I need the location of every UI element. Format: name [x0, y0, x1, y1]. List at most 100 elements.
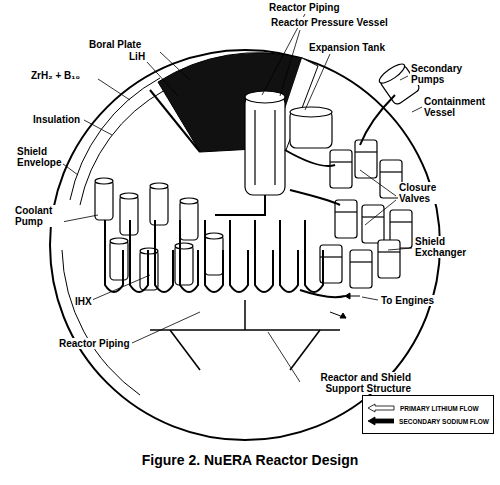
reactor-piping	[255, 220, 273, 292]
reactor-pressure-vessel	[254, 110, 255, 185]
shield-exchanger	[378, 251, 400, 252]
shield-exchanger	[362, 216, 384, 217]
flow-arrow-sample	[367, 416, 394, 426]
part-label: Containment Vessel	[423, 96, 495, 118]
legend-text: SECONDARY SODIUM FLOW	[399, 418, 489, 425]
coolant-pump	[110, 240, 128, 280]
reactor-piping	[280, 220, 298, 292]
leader-line	[132, 312, 200, 343]
part-label: Reactor Piping	[268, 2, 341, 13]
leader-line	[84, 120, 112, 135]
reactor-piping	[130, 220, 148, 292]
legend-text: PRIMARY LITHIUM FLOW	[400, 405, 479, 412]
coolant-pump	[180, 198, 198, 204]
shield-exchanger	[355, 140, 377, 178]
containment-sphere	[50, 50, 440, 440]
part-label: Reactor Pressure Vessel	[270, 17, 389, 28]
coolant-pump	[95, 178, 113, 184]
coolant-pump	[175, 243, 193, 249]
leader-line	[268, 332, 300, 382]
reactor-pressure-vessel	[274, 110, 275, 185]
reactor-piping	[305, 220, 323, 292]
reactor-piping	[205, 220, 223, 292]
leader-line	[412, 107, 422, 112]
leader-line	[400, 76, 408, 80]
flow-arrow	[368, 404, 394, 412]
shield-exchanger	[380, 171, 402, 172]
shield-exchanger	[378, 240, 400, 278]
shield-exchanger	[350, 261, 372, 262]
legend-box: PRIMARY LITHIUM FLOW SECONDARY SODIUM FLO…	[362, 395, 494, 434]
containment-sphere	[70, 78, 160, 200]
part-label: IHX	[74, 296, 93, 307]
leader-line	[362, 297, 378, 300]
figure-caption: Figure 2. NuERA Reactor Design	[0, 452, 500, 468]
reactor-piping	[180, 220, 198, 292]
leader-line	[62, 215, 98, 222]
reactor-pressure-vessel	[245, 91, 285, 195]
coolant-pump	[95, 180, 113, 220]
reactor-piping	[105, 220, 123, 292]
leader-line	[365, 200, 396, 225]
reactor-piping	[155, 220, 173, 292]
reactor-piping	[230, 220, 248, 292]
part-label: Reactor and Shield Support Structure	[300, 372, 412, 394]
expansion-tank	[290, 107, 332, 148]
part-label: Insulation	[32, 114, 81, 125]
leader-line	[147, 62, 178, 96]
legend-row: SECONDARY SODIUM FLOW	[367, 416, 489, 426]
coolant-pump	[150, 185, 168, 225]
reactor-piping	[105, 95, 395, 297]
shield-exchanger	[355, 151, 377, 152]
leader-line	[305, 54, 330, 110]
leader-line	[92, 275, 150, 300]
part-label: Shield Exchanger	[414, 236, 476, 258]
leader-line	[98, 79, 130, 100]
shield-cutaway	[150, 90, 200, 152]
shield-exchanger	[335, 211, 357, 212]
part-label: To Engines	[380, 295, 435, 306]
coolant-pump	[205, 235, 223, 275]
containment-sphere	[50, 50, 440, 440]
support-structure	[290, 330, 320, 370]
leader-line	[160, 52, 190, 80]
reactor-piping	[300, 95, 395, 297]
reactor-pressure-vessel	[245, 91, 285, 103]
coolant-pump	[180, 200, 198, 240]
coolant-pump	[150, 183, 168, 189]
engine-flow-arrow	[330, 312, 346, 318]
reactor-piping	[215, 150, 340, 215]
legend-row: PRIMARY LITHIUM FLOW	[367, 403, 489, 413]
shield-exchanger	[362, 205, 384, 243]
coolant-pump	[175, 245, 193, 285]
engine-flow-arrow	[330, 293, 360, 318]
leader-line	[388, 248, 412, 250]
part-label: LiH	[128, 51, 146, 62]
expansion-tank	[290, 107, 332, 117]
coolant-pump	[95, 178, 223, 290]
part-label: Coolant Pump	[14, 205, 64, 227]
coolant-pump	[110, 238, 128, 244]
shield-exchanger	[390, 221, 412, 222]
shield-exchanger	[330, 161, 352, 162]
flow-arrow	[368, 417, 394, 425]
engine-flow-arrow	[345, 293, 360, 299]
shield-exchanger	[330, 150, 352, 188]
coolant-pump	[205, 233, 223, 239]
secondary-pump	[377, 61, 407, 86]
flow-arrow-sample	[367, 403, 395, 413]
part-label: Expansion Tank	[308, 42, 386, 53]
leader-line	[280, 30, 300, 96]
leader-line	[55, 14, 422, 382]
support-structure	[244, 300, 246, 330]
support-structure	[150, 300, 340, 370]
support-structure	[170, 330, 200, 370]
part-label: ZrH₂ + B₁₀	[30, 70, 81, 81]
part-label: Boral Plate	[88, 39, 142, 50]
part-label: Shield Envelope	[16, 146, 63, 168]
coolant-pump	[120, 193, 138, 199]
part-label: Closure Valves	[398, 182, 455, 204]
shield-exchanger	[320, 140, 412, 288]
shield-exchanger	[335, 200, 357, 238]
leader-line	[360, 170, 396, 196]
